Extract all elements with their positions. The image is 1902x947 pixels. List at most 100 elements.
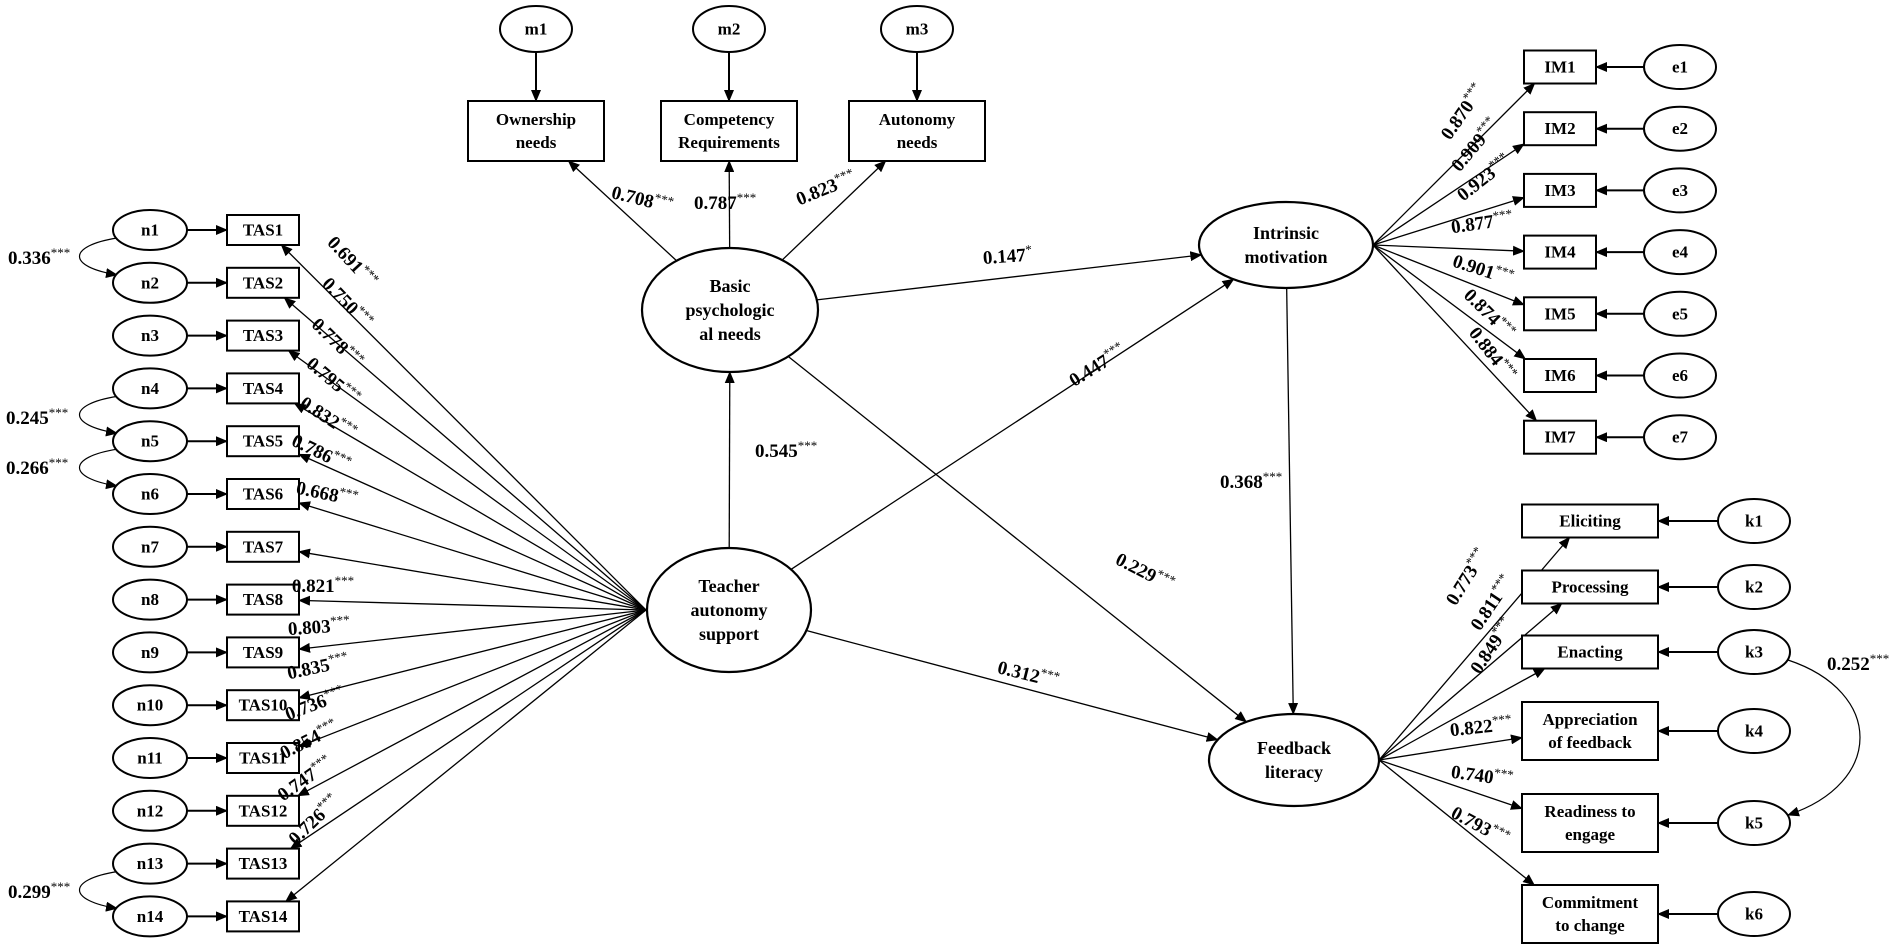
coef-tas11: 0.736***	[281, 680, 348, 725]
error-n3-label: n3	[141, 326, 159, 345]
coef-cov-n13-n14: 0.299***	[8, 879, 70, 903]
error-k6-label: k6	[1745, 905, 1763, 924]
error-e5-label: e5	[1672, 304, 1688, 323]
indicator-im2-label: IM2	[1544, 119, 1575, 138]
coef-im5-sig: ***	[1494, 261, 1517, 281]
coef-cov-n1-n2-sig: ***	[51, 245, 71, 260]
error-n2-label: n2	[141, 273, 159, 292]
error-n6-label: n6	[141, 485, 159, 504]
indicator-tas6: TAS6	[226, 478, 300, 510]
coef-tas8: 0.821***	[292, 573, 354, 597]
indicator-competency-requirements-label-1: Competency	[684, 110, 775, 129]
error-n5: n5	[112, 420, 188, 463]
indicator-tas8-label: TAS8	[243, 590, 283, 609]
loading-tas-to-tas4	[293, 402, 647, 611]
loading-bpn-to-aut	[781, 160, 887, 261]
latent-teacher-autonomy-support-label-2: autonomy	[690, 600, 767, 620]
error-n7-label: n7	[141, 537, 159, 556]
indicator-ownership-needs-label-2: needs	[516, 133, 557, 152]
indicator-im1-label: IM1	[1544, 58, 1575, 77]
path-tas-to-bpn	[724, 370, 735, 549]
error-m1-label: m1	[525, 20, 548, 39]
indicator-tas10-label: TAS10	[239, 696, 288, 715]
coef-path-tas-fl-sig: ***	[1039, 664, 1062, 683]
error-n1: n1	[112, 209, 188, 251]
indicator-im5-label: IM5	[1544, 304, 1575, 323]
error-n6: n6	[112, 473, 188, 515]
error-k2: k2	[1717, 564, 1791, 610]
error-m2-label: m2	[718, 20, 741, 39]
coef-path-bpn-im: 0.147*	[982, 241, 1033, 268]
error-n8-label: n8	[141, 590, 159, 609]
indicator-tas10: TAS10	[226, 689, 300, 722]
indicator-tas14-label: TAS14	[239, 907, 288, 926]
loading-tas-to-tas2	[283, 297, 647, 611]
latent-teacher-autonomy-support-label-3: support	[699, 624, 759, 644]
error-e5: e5	[1643, 290, 1717, 337]
error-e4-label: e4	[1672, 243, 1689, 262]
indicator-tas3-label: TAS3	[243, 326, 283, 345]
error-n14: n14	[112, 895, 188, 938]
latent-basic-psychological-needs-label-3: al needs	[699, 324, 761, 344]
loading-fl-to-commitment-to-change	[1378, 759, 1536, 886]
error-n12: n12	[112, 789, 188, 832]
coef-cov-n13-n14-sig: ***	[51, 879, 71, 894]
covariance-n13-n14	[78, 864, 129, 912]
indicator-eliciting: Eliciting	[1521, 503, 1659, 539]
coef-appreciation-of-feedback-sig: ***	[1491, 710, 1512, 727]
indicator-tas1-label: TAS1	[243, 221, 283, 240]
coef-path-tas-im: 0.447***	[1064, 338, 1130, 391]
coef-readiness-to-engage-value: 0.740	[1450, 761, 1495, 788]
indicator-tas12: TAS12	[226, 794, 300, 827]
error-e6-label: e6	[1672, 366, 1688, 385]
indicator-im6-label: IM6	[1544, 366, 1575, 385]
indicator-enacting-label: Enacting	[1557, 643, 1623, 662]
loading-tas-to-tas3	[287, 350, 647, 611]
error-e3: e3	[1643, 167, 1717, 214]
error-k4-label: k4	[1745, 722, 1763, 741]
coef-cov-n13-n14-value: 0.299	[8, 882, 51, 903]
error-n13: n13	[112, 842, 188, 885]
coef-tas6: 0.786***	[288, 427, 354, 476]
coef-bpn-competency-value: 0.787	[694, 193, 737, 214]
indicator-im5: IM5	[1523, 296, 1597, 332]
coef-path-im-fl: 0.368***	[1220, 469, 1282, 493]
latent-feedback-literacy-label-2: literacy	[1265, 762, 1323, 782]
loading-tas-to-tas13	[289, 609, 647, 850]
indicator-autonomy-needs-label-1: Autonomy	[879, 110, 956, 129]
indicator-im1: IM1	[1523, 49, 1597, 85]
coef-tas8-sig: ***	[335, 573, 355, 588]
error-e3-label: e3	[1672, 181, 1688, 200]
coef-path-tas-fl: 0.312***	[995, 654, 1061, 692]
indicator-eliciting-label: Eliciting	[1559, 512, 1621, 531]
coef-tas12: 0.854***	[275, 714, 341, 764]
indicator-commitment-to-change-label-1: Commitment	[1542, 893, 1639, 912]
error-n3: n3	[112, 314, 188, 357]
error-e4: e4	[1643, 229, 1717, 276]
coef-cov-n4-n5-sig: ***	[49, 405, 69, 420]
indicator-processing-label: Processing	[1551, 578, 1629, 597]
path-bpn-to-im	[816, 251, 1203, 301]
loading-im-to-im4	[1372, 244, 1525, 256]
error-n9: n9	[112, 631, 188, 674]
loading-bpn-to-own	[567, 160, 678, 262]
error-k5: k5	[1717, 800, 1791, 846]
coef-path-bpn-im-value: 0.147	[982, 245, 1027, 269]
covariance-k3-k5	[1775, 651, 1861, 817]
error-k3: k3	[1717, 629, 1791, 675]
error-k1-label: k1	[1745, 512, 1763, 531]
error-m3: m3	[880, 5, 954, 53]
coef-tas9-sig: ***	[330, 611, 350, 627]
loading-tas-to-tas9	[298, 609, 647, 653]
indicator-tas9-label: TAS9	[243, 643, 283, 662]
error-n8: n8	[112, 578, 188, 621]
indicator-processing: Processing	[1521, 569, 1659, 605]
coef-tas9: 0.803***	[287, 611, 351, 639]
loading-im-to-im3	[1372, 196, 1525, 246]
